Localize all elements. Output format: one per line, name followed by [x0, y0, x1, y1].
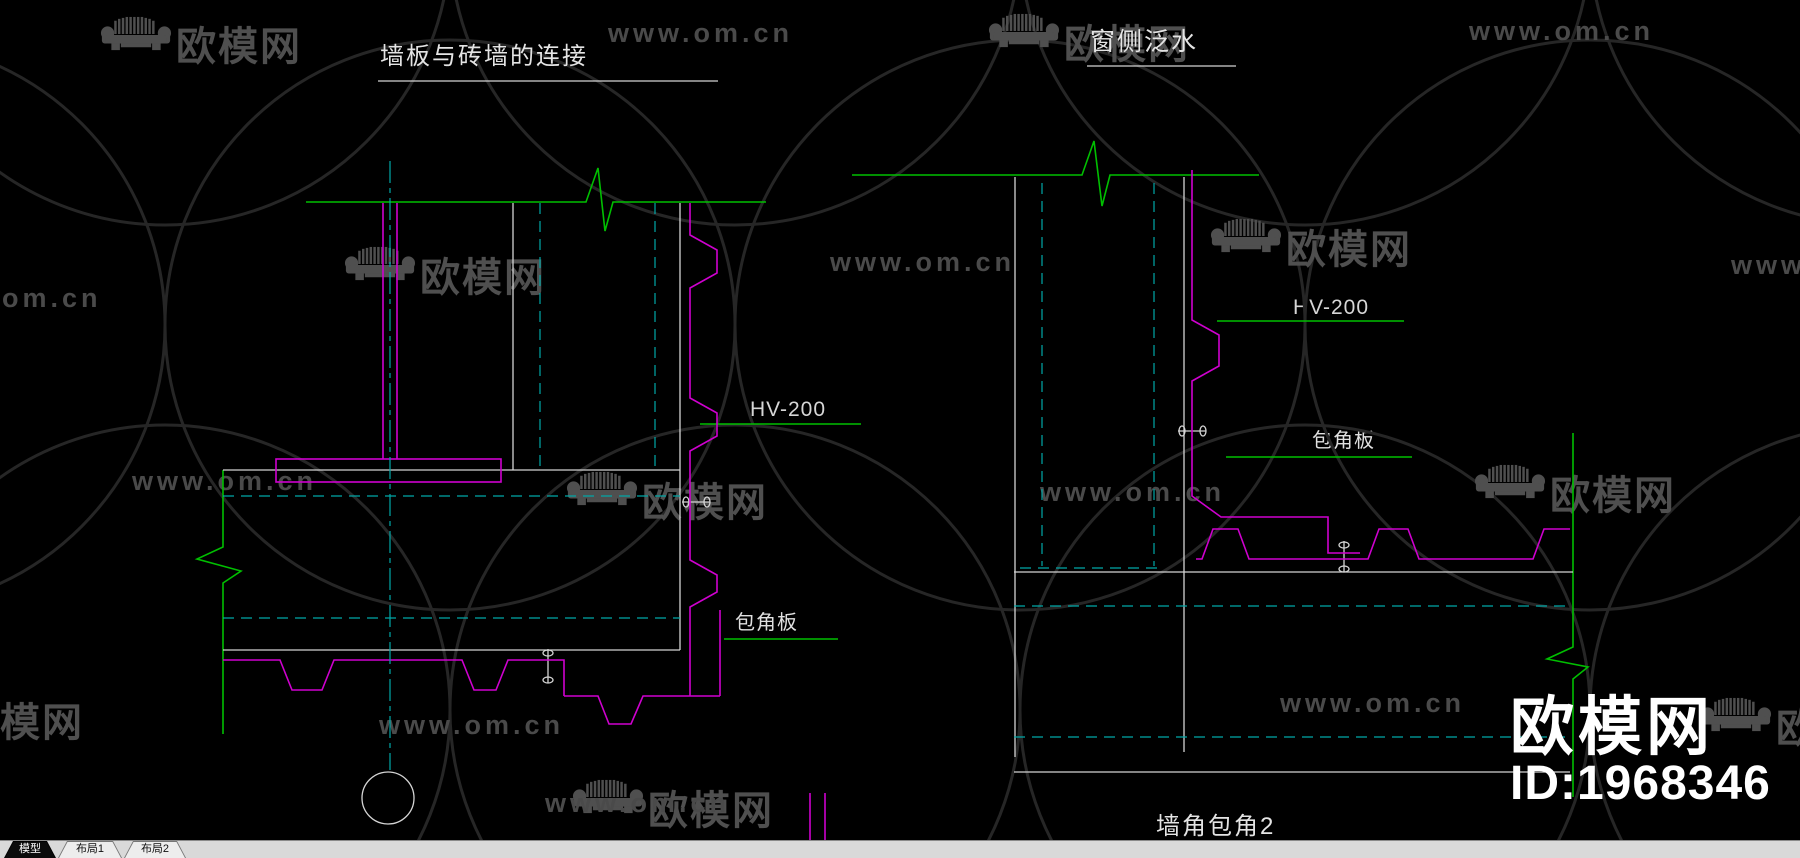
watermark-brand: 欧模网 [1064, 23, 1190, 67]
watermark-url: www.om.cn [1280, 688, 1466, 718]
watermark-brand: 欧模网 [642, 481, 768, 525]
watermark-brand: 欧模网 [1550, 474, 1676, 518]
tab-layout1[interactable]: 布局1 [58, 841, 122, 858]
watermark-brand-large: 欧模网 [1510, 691, 1714, 763]
watermark-url: om.cn [2, 283, 102, 313]
tab-shape-inner [125, 842, 185, 858]
watermark-url: www.om.cn [1040, 477, 1226, 507]
watermark-brand: 欧模网 [1286, 228, 1412, 272]
sofa-icon [344, 243, 416, 285]
tab-layout2[interactable]: 布局2 [124, 841, 186, 858]
hv200-label-left: HV-200 [750, 398, 827, 421]
watermark-url: www.om.cn [830, 247, 1016, 277]
tab-model[interactable]: 模型 [4, 841, 56, 858]
right-view-title: 窗侧泛水 [1090, 28, 1199, 56]
bottom-caption: 墙角包角2 [1156, 813, 1276, 840]
watermark-id: ID:1968346 [1510, 757, 1771, 810]
layout-tab-bar: 模型 布局1 布局2 [0, 840, 1800, 858]
left-view-title: 墙板与砖墙的连接 [380, 43, 588, 70]
tab-label: 布局1 [75, 843, 105, 855]
sofa-icon [100, 13, 172, 55]
tab-shape-inner [5, 842, 55, 858]
corner-plate-label-left: 包角板 [735, 612, 798, 634]
watermark-url: www.om.cn [608, 18, 794, 48]
tab-label: 布局2 [140, 843, 170, 855]
tab-shape-inner [59, 842, 121, 858]
sofa-icon [1474, 461, 1546, 503]
watermark-brand: 欧模网 [648, 789, 774, 833]
watermark-brand: 欧模网 [0, 701, 84, 745]
watermark-url: www.o [1731, 250, 1800, 280]
watermark-url: www.om.cn [545, 788, 731, 818]
tab-label: 模型 [19, 843, 41, 855]
watermark-brand: 欧模网 [176, 25, 302, 69]
watermark-brand: 欧模网 [420, 256, 546, 300]
watermark-url: www.om.cn [132, 466, 318, 496]
sofa-icon [1210, 215, 1282, 257]
sofa-icon [566, 468, 638, 510]
watermark-url: www.om.cn [379, 710, 565, 740]
watermark-url: www.om.cn [1469, 16, 1655, 46]
watermark-brand: 欧模网 [1776, 707, 1800, 751]
sofa-icon [988, 10, 1060, 52]
